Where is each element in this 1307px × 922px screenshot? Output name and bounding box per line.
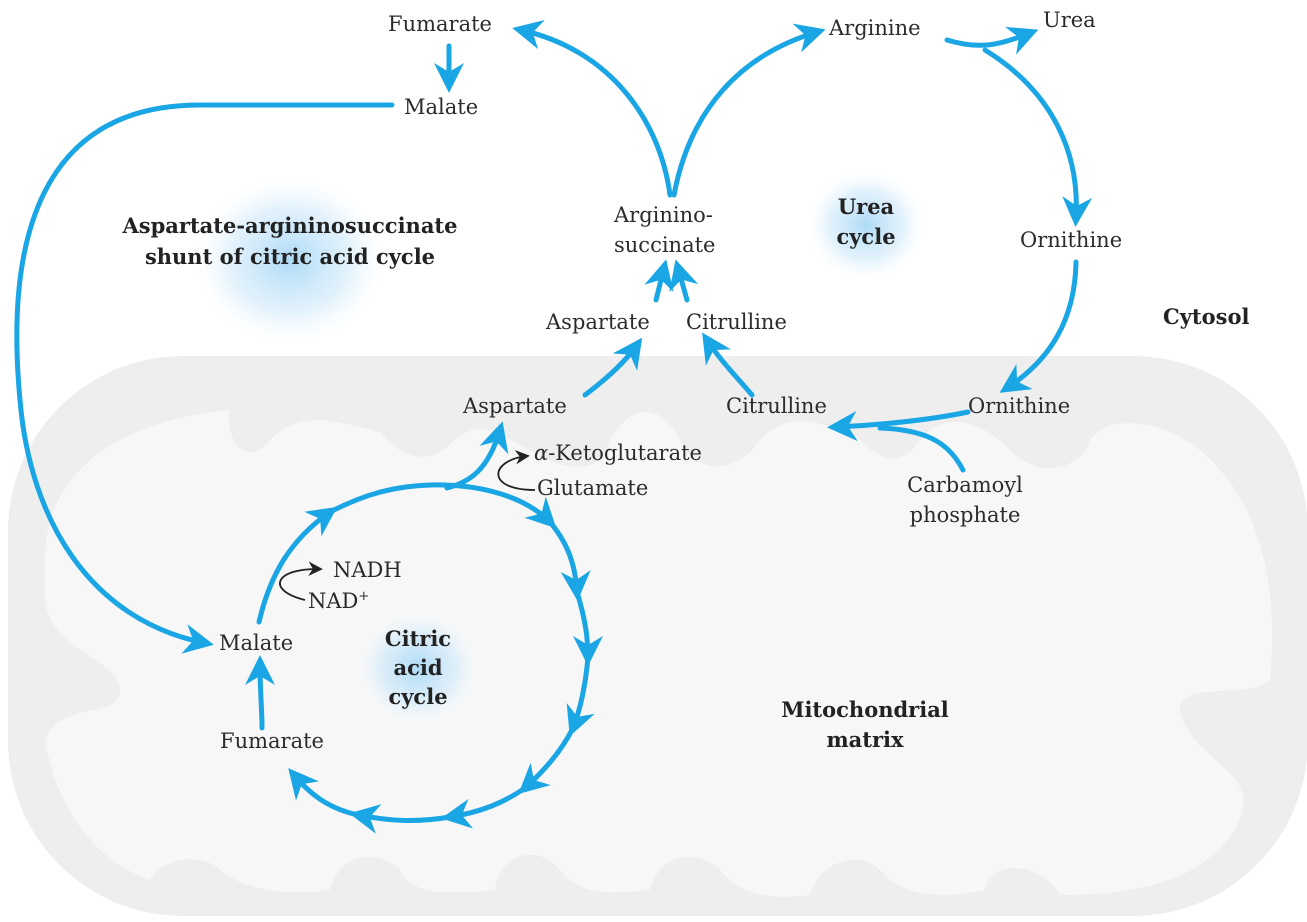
- label-urea-cycle-line1: Urea: [838, 194, 895, 219]
- labels: Fumarate Malate Arginine Urea Arginino- …: [122, 8, 1250, 753]
- arrow-aspartate-transport: [582, 337, 643, 398]
- citric-cycle-glow: [353, 608, 483, 728]
- arc-cycle-top: [327, 482, 557, 529]
- arc-cycle-bottom-1: [441, 785, 528, 829]
- label-nadh: NADH: [333, 558, 402, 582]
- label-alpha-ketoglutarate: α-Ketoglutarate: [534, 441, 702, 465]
- arc-cycle-right-3: [566, 654, 595, 737]
- label-shunt-line2: shunt of citric acid cycle: [145, 244, 435, 269]
- label-carbamoyl-line1: Carbamoyl: [907, 473, 1023, 497]
- label-fumarate-cytosol: Fumarate: [388, 12, 492, 36]
- label-carbamoyl-line2: phosphate: [910, 503, 1021, 527]
- ketoglutarate-text: -Ketoglutarate: [548, 441, 702, 465]
- label-glutamate: Glutamate: [537, 476, 648, 500]
- arrow-carbamoyl-phosphate-in: [877, 425, 966, 473]
- arrow-malate-to-cycle: [256, 506, 338, 625]
- label-urea-cycle-line2: cycle: [836, 224, 895, 249]
- arrow-ornithine-to-citrulline: [827, 409, 971, 442]
- label-aspartate-cytosol: Aspartate: [545, 310, 650, 334]
- label-argininosuccinate-line2: succinate: [614, 233, 715, 257]
- label-malate-cytosol: Malate: [404, 95, 478, 119]
- arrow-argininosuccinate-to-fumarate: [512, 19, 673, 198]
- label-cytosol: Cytosol: [1163, 304, 1249, 329]
- label-fumarate-mito: Fumarate: [220, 729, 324, 753]
- mitochondrion: [8, 356, 1307, 916]
- arrow-malate-shunt: [14, 102, 395, 654]
- arrow-fumarate-to-malate-mito: [245, 655, 276, 731]
- arc-cycle-bottom-3: [288, 768, 361, 818]
- label-malate-mito: Malate: [219, 631, 293, 655]
- label-aspartate-mito: Aspartate: [462, 394, 567, 418]
- label-citric-line3: cycle: [388, 684, 447, 709]
- arrow-glutamate-to-ketoglutarate: [497, 450, 536, 491]
- arrow-citrulline-transport: [702, 332, 755, 398]
- arc-cycle-right-4: [518, 725, 576, 795]
- arc-cycle-bottom-2: [349, 804, 453, 834]
- label-ornithine-cytosol: Ornithine: [1020, 228, 1122, 252]
- arrow-nad-to-nadh: [279, 561, 323, 601]
- shunt-glow: [190, 172, 390, 348]
- label-nad: NAD+: [308, 589, 369, 613]
- label-citrulline-cytosol: Citrulline: [686, 310, 787, 334]
- label-arginine: Arginine: [828, 16, 921, 40]
- arrow-argininosuccinate-to-arginine: [671, 23, 826, 198]
- label-citric-line2: acid: [393, 655, 442, 680]
- label-matrix-line2: matrix: [826, 727, 904, 752]
- label-argininosuccinate-line1: Arginino-: [613, 203, 713, 227]
- label-urea: Urea: [1043, 8, 1096, 32]
- arrow-arginine-to-ornithine: [982, 47, 1093, 227]
- mitochondrion-inner-membrane: [45, 410, 1273, 897]
- label-ornithine-mito: Ornithine: [968, 394, 1070, 418]
- arc-cycle-right-1: [547, 519, 591, 601]
- alpha-symbol: α: [534, 441, 548, 465]
- arc-cycle-right-2: [572, 589, 603, 666]
- urea-cycle-glow: [804, 167, 928, 283]
- arrow-arginine-to-urea: [944, 26, 1039, 55]
- label-citric-line1: Citric: [385, 626, 451, 651]
- nad-superscript: +: [358, 589, 369, 604]
- arrow-aspartate-to-argininosuccinate: [644, 259, 674, 303]
- label-matrix-line1: Mitochondrial: [781, 697, 949, 722]
- arrow-citrulline-to-argininosuccinate: [669, 259, 699, 303]
- nad-text: NAD: [308, 589, 358, 613]
- pathway-arrows: [14, 19, 1093, 834]
- cofactor-arrows: [279, 450, 536, 601]
- arrow-ornithine-transport: [999, 259, 1079, 393]
- label-shunt-line1: Aspartate-argininosuccinate: [122, 213, 458, 238]
- label-citrulline-mito: Citrulline: [726, 394, 827, 418]
